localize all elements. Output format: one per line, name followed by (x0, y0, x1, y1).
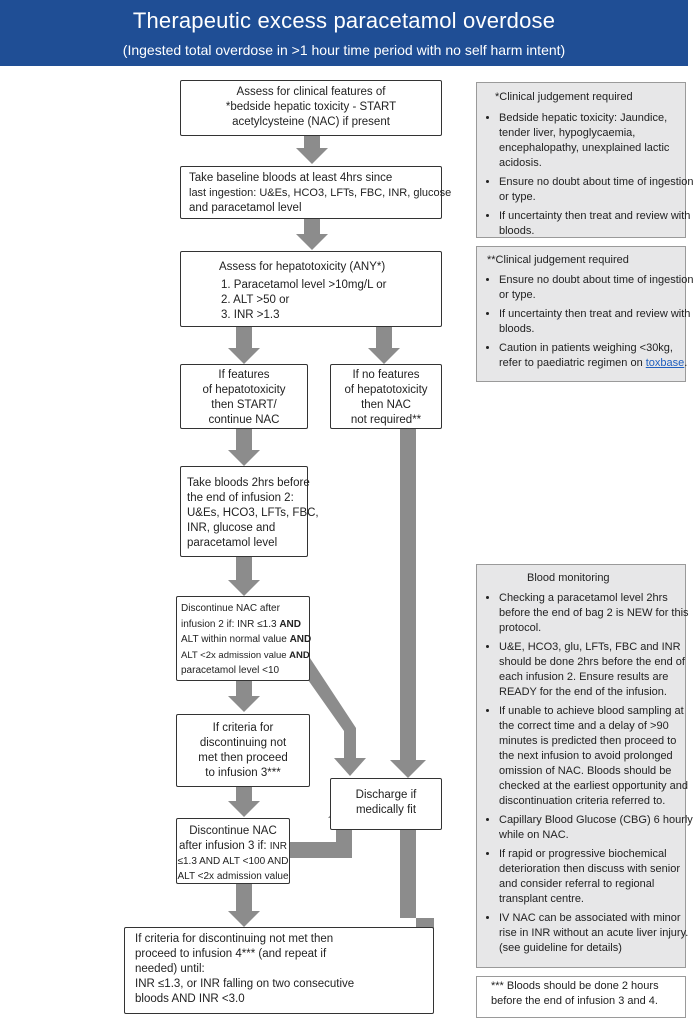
text-line: then NAC (361, 399, 411, 411)
text-line: INR, glucose and (187, 522, 276, 534)
text-line: U&Es, HCO3, LFTs, FBC, (187, 507, 319, 519)
arrow-no-features-to-discharge (390, 429, 426, 778)
criteria-not-met-infusion3-box: If criteria for discontinuing not met th… (176, 714, 310, 787)
side-panel-blood-monitoring: Blood monitoring Checking a paracetamol … (476, 564, 693, 968)
features-yes-box: If features of hepatotoxicity then START… (180, 364, 308, 429)
text-segment: infusion 2 if: INR ≤1.3 (181, 618, 280, 630)
and-keyword: AND (279, 618, 301, 630)
text-line: discontinuing not (199, 737, 287, 749)
side-panel-item: If uncertainty then treat and review wit… (499, 209, 694, 239)
criterion-item: 2. ALT >50 or (221, 294, 290, 306)
side-panel-item: Ensure no doubt about time of ingestion … (499, 175, 694, 205)
text-line: Take bloods 2hrs before (187, 477, 310, 489)
discontinue-after-infusion2-box: Discontinue NAC after infusion 2 if: INR… (176, 596, 312, 681)
final-infusion4-box: If criteria for discontinuing not met th… (124, 927, 434, 1014)
criterion-item: 3. INR >1.3 (221, 309, 280, 321)
side-panel-item: Bedside hepatic toxicity: Jaundice, tend… (499, 111, 694, 171)
text-line: needed) until: (135, 963, 205, 975)
footnote-box: *** Bloods should be done 2 hours before… (476, 976, 686, 1018)
arrow-1 (296, 136, 328, 164)
text-line: last ingestion: U&Es, HCO3, LFTs, FBC, I… (189, 187, 452, 199)
text-line: ALT <2x admission value (177, 871, 289, 882)
arrow-4 (228, 429, 260, 466)
side-panel-clinical-judgement-1: *Clinical judgement required Bedside hep… (476, 82, 693, 238)
and-keyword: AND (289, 649, 310, 661)
text-line: continue NAC (208, 414, 280, 426)
text-line: ≤1.3 AND ALT <100 AND (177, 856, 289, 867)
arrow-discontinue2-to-discharge (294, 652, 366, 776)
text-line: the end of infusion 2: (187, 492, 294, 504)
text-segment: ALT <2x admission value (181, 649, 290, 661)
side-panel-clinical-judgement-2: **Clinical judgement required Ensure no … (476, 246, 693, 382)
text-segment: INR (269, 841, 287, 852)
side-panel-item: If unable to achieve blood sampling at t… (499, 704, 694, 809)
text-line: If criteria for discontinuing not met th… (135, 933, 334, 945)
assess-hepatotoxicity-box: Assess for hepatotoxicity (ANY*) 1. Para… (180, 251, 442, 327)
arrow-3-left (228, 327, 260, 364)
side-panel-item: If rapid or progressive biochemical dete… (499, 847, 694, 907)
side-panel-item: Checking a paracetamol level 2hrs before… (499, 591, 694, 636)
text-line: of hepatotoxicity (344, 384, 428, 396)
text-line: paracetamol level <10 (181, 665, 280, 676)
arrow-2 (296, 219, 328, 250)
text-line: met then proceed (198, 752, 288, 764)
arrow-8 (228, 884, 260, 927)
text-line: medically fit (355, 804, 417, 816)
text-segment: . (684, 357, 688, 369)
arrow-6 (228, 681, 260, 712)
features-no-box: If no features of hepatotoxicity then NA… (330, 364, 442, 429)
text-line: then START/ (211, 399, 277, 411)
side-panel-item: Caution in patients weighing <30kg, refe… (499, 341, 694, 371)
arrow-final-to-discharge (392, 798, 434, 934)
text-line: Take baseline bloods at least 4hrs since (189, 172, 393, 184)
arrow-5 (228, 557, 260, 596)
page-subtitle: (Ingested total overdose in >1 hour time… (122, 42, 566, 58)
baseline-bloods-box: Take baseline bloods at least 4hrs since… (180, 166, 452, 219)
text-line: If criteria for (212, 722, 274, 734)
discharge-box: Discharge if medically fit (330, 778, 442, 830)
page-title: Therapeutic excess paracetamol overdose (132, 8, 556, 33)
text-line: acetylcysteine (NAC) if present (232, 116, 390, 128)
text-line: INR ≤1.3, or INR falling on two consecut… (135, 978, 355, 990)
text-line: proceed to infusion 4*** (and repeat if (135, 948, 327, 960)
side-panel-item: If uncertainty then treat and review wit… (499, 307, 694, 337)
side-panel-item: IV NAC can be associated with minor rise… (499, 911, 694, 956)
side-panel-title: **Clinical judgement required (487, 254, 629, 266)
arrow-7 (228, 787, 260, 817)
text-line: Discontinue NAC (189, 825, 277, 837)
header-banner: Therapeutic excess paracetamol overdose … (0, 0, 688, 66)
text-segment: after infusion 3 if: (178, 840, 270, 852)
arrow-3-right (368, 327, 400, 364)
text-line: paracetamol level (187, 537, 278, 549)
side-panel-item: U&E, HCO3, glu, LFTs, FBC and INR should… (499, 640, 694, 700)
discontinue-after-infusion3-box: Discontinue NAC after infusion 3 if: INR… (176, 818, 290, 884)
text-line: *bedside hepatic toxicity - START (225, 101, 397, 113)
text-line: If features (218, 369, 270, 381)
text-line: before the end of infusion 3 and 4. (491, 995, 658, 1007)
text-line: Assess for clinical features of (236, 86, 386, 98)
assess-hepatotoxicity-heading: Assess for hepatotoxicity (ANY*) (219, 261, 386, 273)
text-line: not required** (350, 414, 422, 426)
text-line: If no features (352, 369, 420, 381)
side-panel-title: Blood monitoring (527, 572, 610, 584)
text-line: Discontinue NAC after (181, 603, 280, 614)
text-line: to infusion 3*** (205, 767, 281, 779)
side-panel-title: *Clinical judgement required (495, 91, 633, 103)
text-line: bloods AND INR <3.0 (135, 993, 245, 1005)
side-panel-item: Capillary Blood Glucose (CBG) 6 hourly w… (499, 813, 694, 843)
text-line: Discharge if (355, 789, 417, 801)
bloods-2hrs-box: Take bloods 2hrs before the end of infus… (180, 466, 319, 557)
text-line: and paracetamol level (189, 202, 302, 214)
toxbase-link[interactable]: toxbase (645, 357, 685, 369)
text-line: *** Bloods should be done 2 hours (491, 980, 659, 992)
side-panel-item: Ensure no doubt about time of ingestion … (499, 273, 694, 303)
assess-clinical-box: Assess for clinical features of *bedside… (180, 80, 442, 136)
text-segment: ALT within normal value (181, 634, 290, 645)
criterion-item: 1. Paracetamol level >10mg/L or (221, 279, 387, 291)
text-segment: Caution in patients weighing <30kg, refe… (499, 342, 673, 369)
text-line: of hepatotoxicity (202, 384, 286, 396)
and-keyword: AND (289, 634, 312, 645)
